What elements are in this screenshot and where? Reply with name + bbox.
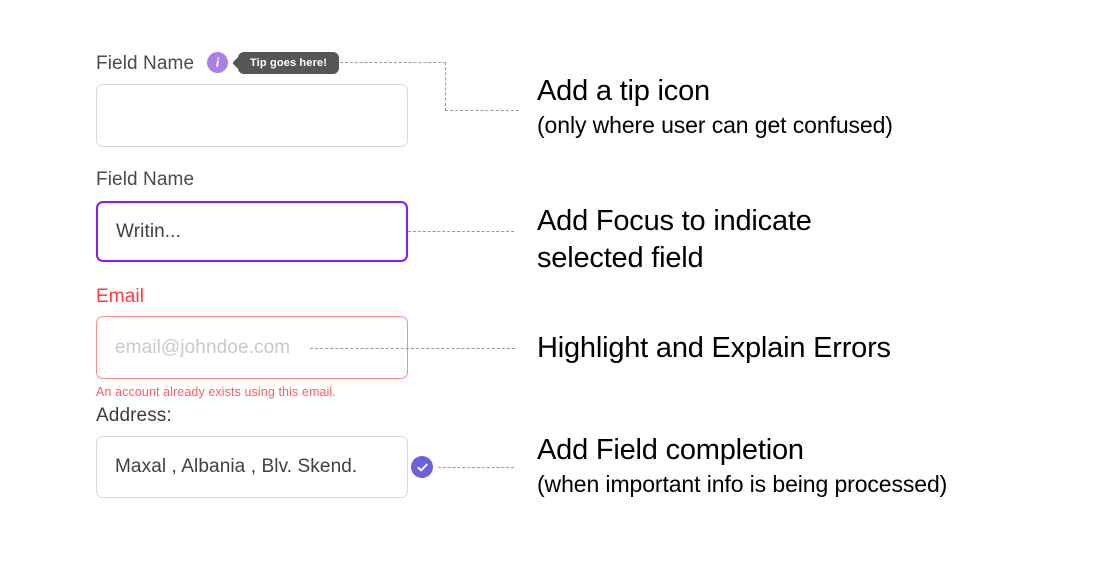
text-input-field-name-2[interactable]: Writin... bbox=[96, 201, 408, 262]
error-message-email: An account already exists using this ema… bbox=[96, 385, 336, 399]
annotation-completion: Add Field completion (when important inf… bbox=[537, 432, 947, 500]
annotation-tip-subtitle: (only where user can get confused) bbox=[537, 112, 893, 138]
annotation-focus-title: Add Focus to indicate bbox=[537, 205, 812, 237]
annotation-tip-title: Add a tip icon bbox=[537, 75, 710, 107]
connector-1-segment-horizontal-bottom bbox=[445, 110, 519, 111]
field-label-tip: Field Name bbox=[96, 53, 195, 74]
field-label-address: Address: bbox=[96, 405, 172, 426]
annotation-focus: Add Focus to indicate selected field bbox=[537, 203, 812, 277]
annotation-tip: Add a tip icon (only where user can get … bbox=[537, 73, 893, 141]
info-icon-glyph: i bbox=[215, 54, 220, 70]
tooltip-text: Tip goes here! bbox=[250, 57, 328, 69]
annotation-focus-title-line2: selected field bbox=[537, 242, 704, 274]
annotation-errors-title: Highlight and Explain Errors bbox=[537, 332, 891, 364]
address-value: Maxal , Albania , Blv. Skend. bbox=[115, 456, 358, 477]
check-circle-icon bbox=[411, 456, 433, 478]
field-label-email: Email bbox=[96, 286, 145, 307]
field-label-focus: Field Name bbox=[96, 169, 195, 190]
tooltip-tip-goes-here: Tip goes here! bbox=[232, 52, 340, 74]
text-input-email[interactable]: email@johndoe.com bbox=[96, 316, 408, 379]
tooltip-tail-icon bbox=[232, 56, 245, 70]
connector-3 bbox=[310, 348, 515, 349]
connector-1-segment-vertical bbox=[445, 62, 446, 111]
annotation-errors: Highlight and Explain Errors bbox=[537, 330, 891, 367]
annotation-completion-title: Add Field completion bbox=[537, 434, 804, 466]
email-placeholder: email@johndoe.com bbox=[115, 336, 291, 358]
text-input-field-name-1[interactable] bbox=[96, 84, 408, 147]
field-value-2: Writin... bbox=[116, 220, 181, 242]
connector-2 bbox=[408, 231, 514, 232]
annotation-completion-subtitle: (when important info is being processed) bbox=[537, 471, 948, 497]
info-icon[interactable]: i bbox=[207, 52, 228, 73]
text-input-address[interactable]: Maxal , Albania , Blv. Skend. bbox=[96, 436, 408, 498]
connector-4 bbox=[438, 467, 514, 468]
connector-1-segment-horizontal-top bbox=[340, 62, 446, 63]
